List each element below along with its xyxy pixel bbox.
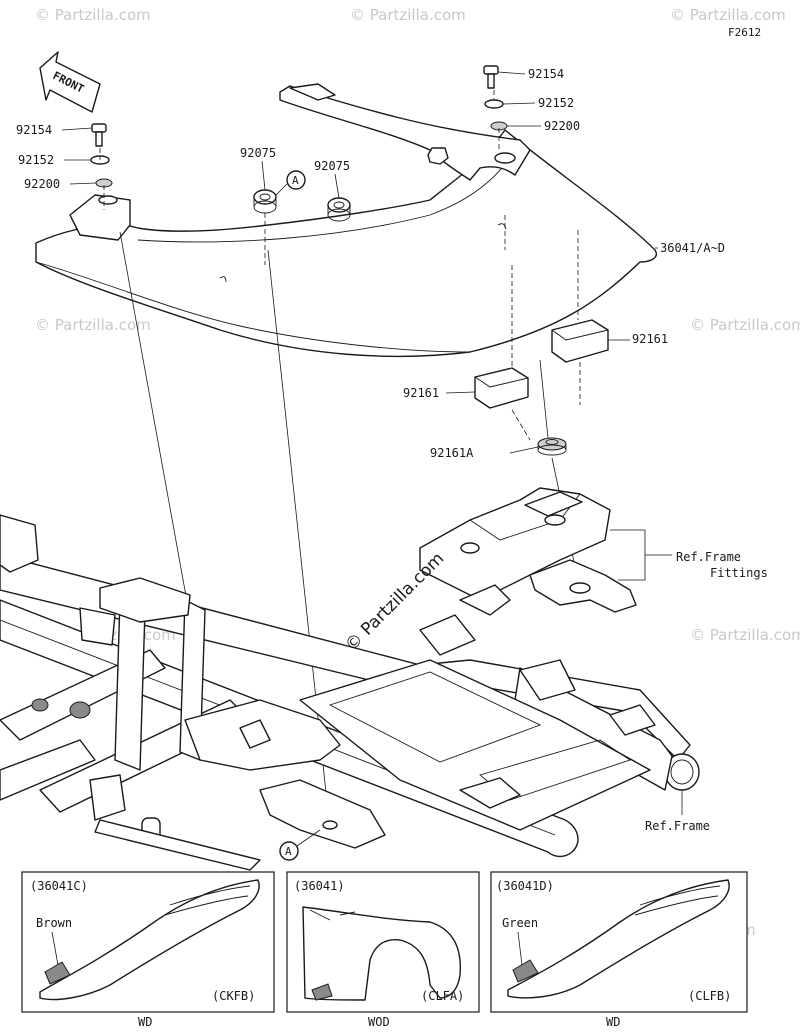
- label-pad-right: 92161: [632, 332, 668, 346]
- variant-color-label: Green: [502, 916, 538, 930]
- collar-right-icon: [484, 99, 504, 109]
- variant-code: (36041): [294, 879, 345, 893]
- watermark: © Partzilla.com: [690, 316, 800, 334]
- callout-a-frame: A: [285, 845, 292, 858]
- label-grommet-left: 92075: [240, 146, 276, 160]
- label-ref-frame-fittings-2: Fittings: [710, 566, 768, 580]
- main-frame: [0, 514, 700, 871]
- seat-cover: [35, 83, 657, 358]
- variant-paint-code: (CLFB): [688, 989, 731, 1003]
- part-labels: 92154 92152 92200 92154 92152 92200 9207…: [16, 67, 768, 861]
- variant-2: (36041) (CLFA) WOD: [286, 871, 480, 1029]
- label-collar-left: 92152: [18, 153, 54, 167]
- label-washer-right: 92200: [544, 119, 580, 133]
- label-bolt-left: 92154: [16, 123, 52, 137]
- watermark: © Partzilla.com: [350, 6, 466, 24]
- variant-paint-code: (CLFA): [421, 989, 464, 1003]
- label-washer-left: 92200: [24, 177, 60, 191]
- grommet-left: [253, 189, 277, 214]
- label-collar-right: 92152: [538, 96, 574, 110]
- variant-code: (36041D): [496, 879, 554, 893]
- variant-paint-code: (CKFB): [212, 989, 255, 1003]
- label-grommet-right: 92075: [314, 159, 350, 173]
- label-pad-left: 92161: [403, 386, 439, 400]
- damper: [537, 437, 567, 456]
- variant-finish: WOD: [368, 1015, 390, 1029]
- bolt-left-icon: [91, 123, 107, 147]
- callout-a-marker-frame: [279, 841, 299, 861]
- variant-code: (36041C): [30, 879, 88, 893]
- label-damper: 92161A: [430, 446, 474, 460]
- watermark: © Partzilla.com: [670, 6, 786, 24]
- figure-code: F2612: [728, 26, 761, 39]
- variant-finish: WD: [606, 1015, 620, 1029]
- watermark: © Partzilla.com: [35, 6, 151, 24]
- watermark: © Partzilla.com: [35, 316, 151, 334]
- callout-a-marker: [286, 170, 306, 190]
- label-ref-frame: Ref.Frame: [645, 819, 710, 833]
- variant-finish: WD: [138, 1015, 152, 1029]
- front-arrow-icon: FRONT: [39, 51, 101, 113]
- pad-left: [474, 367, 529, 409]
- variant-3: (36041D) Green (CLFB) WD: [490, 871, 748, 1029]
- grommet-right: [327, 197, 351, 222]
- label-ref-frame-fittings-1: Ref.Frame: [676, 550, 741, 564]
- bolt-right-icon: [483, 65, 499, 89]
- callout-a: A: [292, 174, 299, 187]
- variant-1: (36041C) Brown (CKFB) WD: [21, 871, 275, 1029]
- frame-fittings: [419, 487, 637, 616]
- variant-color-label: Brown: [36, 916, 72, 930]
- pad-right: [551, 319, 609, 363]
- watermark: © Partzilla.com: [690, 626, 800, 644]
- label-seat-cover: 36041/A~D: [660, 241, 725, 255]
- label-bolt-right: 92154: [528, 67, 564, 81]
